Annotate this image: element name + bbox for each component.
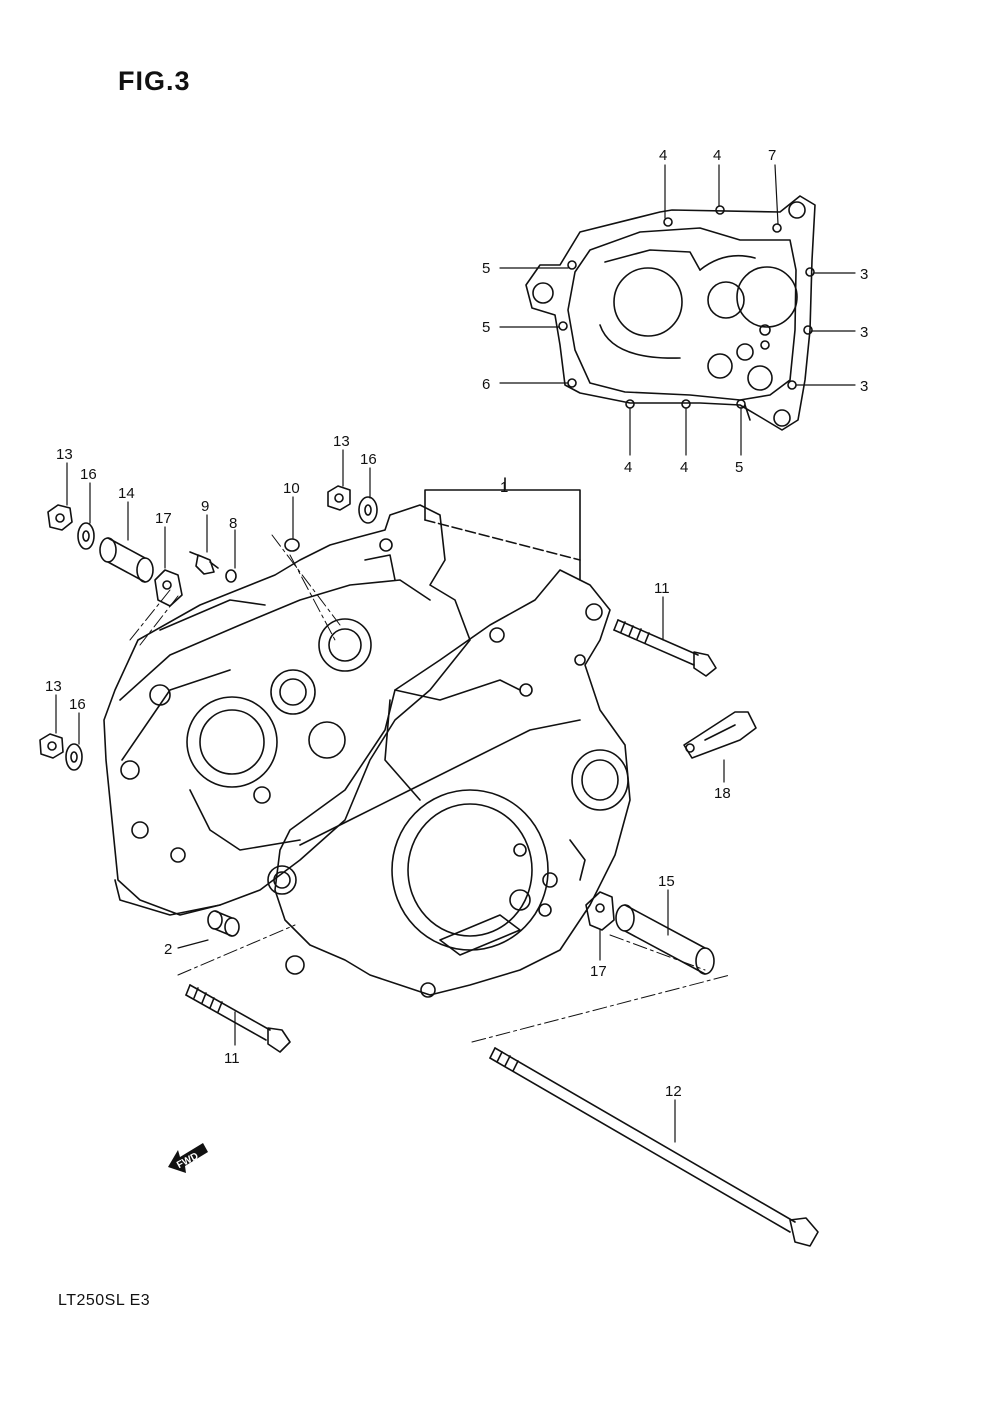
part-1-bracket-diagonal <box>424 519 581 561</box>
callout-11-b: 11 <box>224 1050 240 1067</box>
part-16-washer-upper-left <box>77 522 95 550</box>
part-13-nut-upper-center <box>327 485 351 511</box>
part-17-plate-lower <box>585 891 615 931</box>
callout-11-a: 11 <box>654 580 670 597</box>
part-17-plate-upper <box>154 569 183 607</box>
callout-5-c: 5 <box>735 459 743 476</box>
part-10-o-ring <box>284 538 300 552</box>
figure-title: FIG.3 <box>118 66 191 96</box>
callout-13-b: 13 <box>333 433 350 450</box>
callout-4-d: 4 <box>680 459 688 476</box>
part-15-sleeve <box>615 904 715 975</box>
callout-4-a: 4 <box>659 147 667 164</box>
callout-17-b: 17 <box>590 963 607 980</box>
part-11-bolt-upper <box>613 619 717 677</box>
part-16-washer-upper-center <box>358 496 378 524</box>
callout-14: 14 <box>118 485 135 502</box>
crankcase-assembly <box>103 504 631 998</box>
callout-3-c: 3 <box>860 378 868 395</box>
part-18-bracket <box>683 711 757 759</box>
callout-13-c: 13 <box>45 678 62 695</box>
callout-3-a: 3 <box>860 266 868 283</box>
fwd-arrow-icon <box>168 1143 208 1173</box>
callout-7: 7 <box>768 147 776 164</box>
callout-12: 12 <box>665 1083 682 1100</box>
callout-17-a: 17 <box>155 510 172 527</box>
callout-10: 10 <box>283 480 300 497</box>
callout-3-b: 3 <box>860 324 868 341</box>
callout-5-b: 5 <box>482 319 490 336</box>
callout-1: 1 <box>500 479 508 496</box>
part-1-bracket-lines <box>424 477 581 581</box>
callout-4-c: 4 <box>624 459 632 476</box>
callout-5-a: 5 <box>482 260 490 277</box>
callout-16-c: 16 <box>69 696 86 713</box>
callout-2: 2 <box>164 941 172 958</box>
part-11-bolt-lower <box>185 984 291 1053</box>
callout-13-a: 13 <box>56 446 73 463</box>
part-14-sleeve <box>99 537 154 583</box>
callout-4-b: 4 <box>713 147 721 164</box>
callout-6: 6 <box>482 376 490 393</box>
callout-16-a: 16 <box>80 466 97 483</box>
part-12-stud-bolt <box>489 1047 819 1247</box>
callout-16-b: 16 <box>360 451 377 468</box>
part-13-nut-upper-left <box>47 504 73 531</box>
part-2-dowel <box>207 910 240 937</box>
callout-8: 8 <box>229 515 237 532</box>
part-8-o-ring <box>225 569 237 583</box>
crankcase-gasket <box>525 195 816 431</box>
callout-9: 9 <box>201 498 209 515</box>
assembly-guide-lines <box>129 534 731 1043</box>
part-13-nut-lower-left <box>39 733 64 759</box>
part-16-washer-lower-left <box>65 743 83 771</box>
callout-18: 18 <box>714 785 731 802</box>
leader-lines <box>55 164 856 1143</box>
model-label: LT250SL E3 <box>58 1292 151 1309</box>
part-9-switch <box>189 551 219 575</box>
callout-15: 15 <box>658 873 675 890</box>
